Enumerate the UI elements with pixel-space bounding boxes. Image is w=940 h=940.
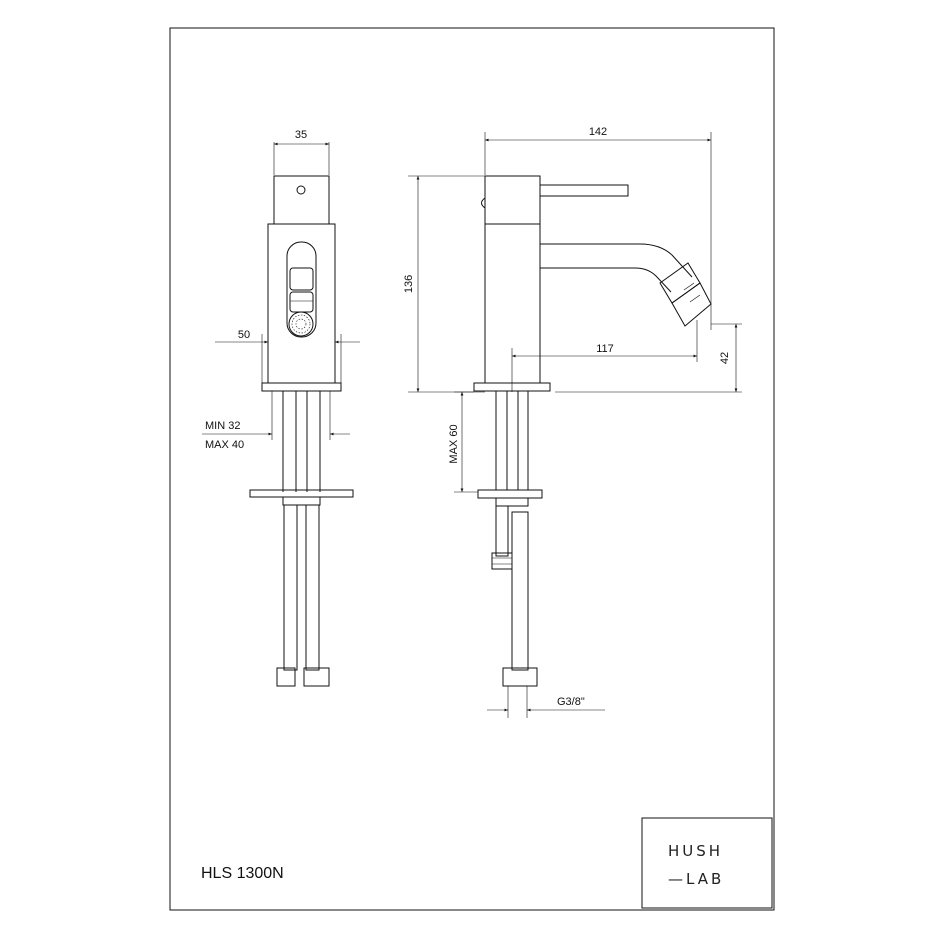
drawing-frame (169, 27, 775, 911)
front-view: 35 50 MIN 32 MAX 40 (202, 129, 360, 687)
dim-overall-length: 142 (589, 126, 607, 138)
dim-spout-reach: 117 (596, 343, 614, 355)
dim-min-hole: MIN 32 (205, 420, 240, 432)
dim-max-hole: MAX 40 (205, 439, 244, 451)
dim-connection-thread: G3/8" (557, 696, 585, 708)
brand-line-2: —LAB (668, 870, 724, 888)
side-view: 142 136 117 42 (403, 126, 742, 718)
dim-overall-height: 136 (403, 275, 415, 293)
model-code: HLS 1300N (201, 865, 284, 882)
brand-line-1: HUSH (668, 842, 723, 860)
dim-top-width-front: 35 (295, 129, 307, 141)
dim-max-deck: MAX 60 (448, 424, 460, 463)
brand-logo: HUSH —LAB (641, 817, 773, 909)
dim-base-width-front: 50 (238, 329, 250, 341)
dim-spout-height: 42 (719, 352, 731, 364)
